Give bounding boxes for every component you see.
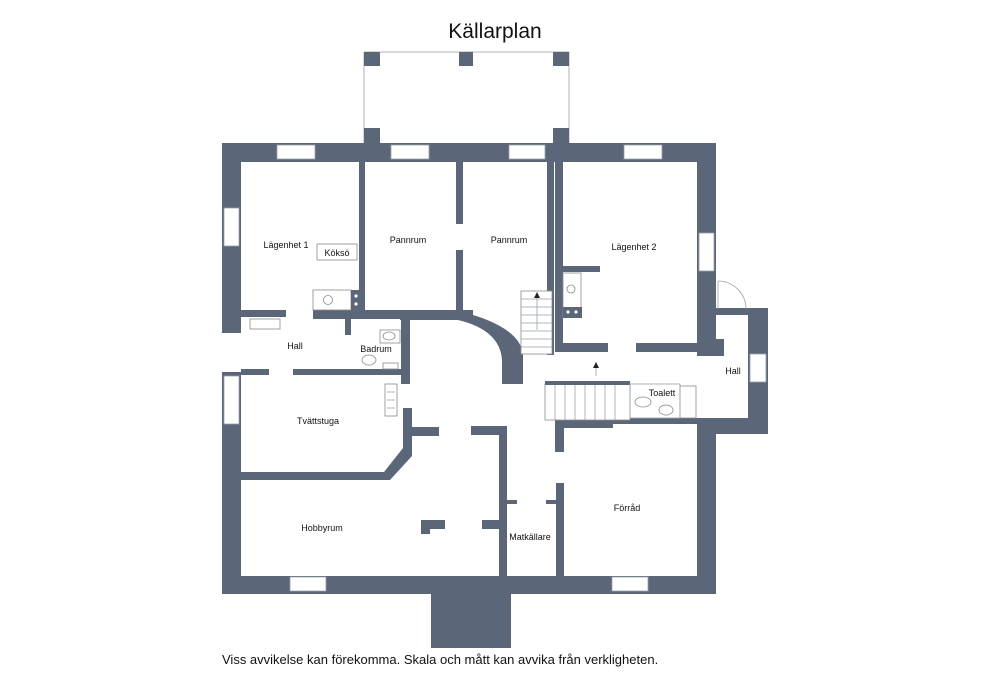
porch <box>363 51 570 145</box>
room-label-pannrum-right: Pannrum <box>491 235 528 245</box>
stairs-upper <box>520 290 553 355</box>
room-label-toalett: Toalett <box>649 388 676 398</box>
fixtures <box>249 243 697 419</box>
disclaimer-text: Viss avvikelse kan förekomma. Skala och … <box>222 652 659 667</box>
room-label-kokso: Köksö <box>324 248 349 258</box>
room-label-lagenhet-1: Lägenhet 1 <box>263 240 308 250</box>
room-label-matkallare: Matkällare <box>509 532 551 542</box>
door-swing <box>717 280 747 310</box>
room-label-lagenhet-2: Lägenhet 2 <box>611 242 656 252</box>
interior-walls <box>241 162 748 576</box>
room-label-hall-right: Hall <box>725 366 741 376</box>
room-label-forrad: Förråd <box>614 503 641 513</box>
exterior-walls <box>222 143 768 648</box>
room-label-hobbyrum: Hobbyrum <box>301 523 343 533</box>
room-label-pannrum-left: Pannrum <box>390 235 427 245</box>
room-label-badrum: Badrum <box>360 344 392 354</box>
room-label-hall-left: Hall <box>287 341 303 351</box>
room-label-tvattstuga: Tvättstuga <box>297 416 339 426</box>
stairs-lower <box>544 362 631 421</box>
windows <box>223 144 767 592</box>
plan-title: Källarplan <box>448 20 542 43</box>
